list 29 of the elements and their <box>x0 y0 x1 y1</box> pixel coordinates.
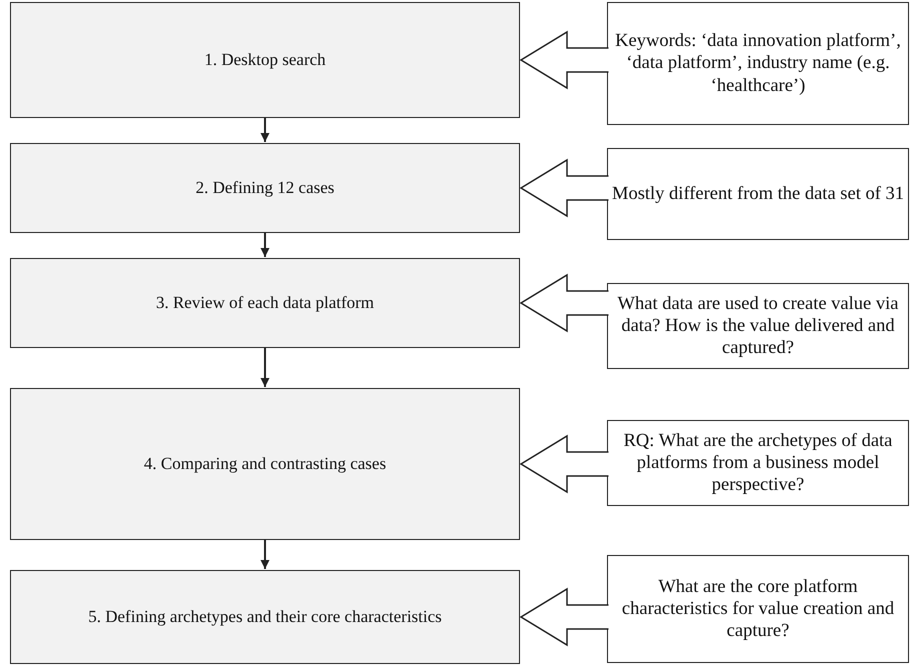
block-arrow <box>520 434 610 494</box>
arrow <box>260 348 270 387</box>
annotation-box <box>607 148 909 240</box>
box-label: Keywords: ‘data innovation platform’, ‘data platform’, industry name (e.g. ‘healthcare’) <box>614 30 902 97</box>
box-label: What data are used to create value via data? How is the value delivered and captured? <box>616 292 900 360</box>
box-label: What are the core platform characteristics for value creation and capture? <box>620 576 896 642</box>
annotation-box <box>607 555 909 663</box>
block-arrow <box>520 30 610 90</box>
process-box <box>10 570 520 664</box>
process-box <box>10 2 520 118</box>
box-label: RQ: What are the archetypes of data platforms from a business model perspective? <box>622 430 894 496</box>
process-box <box>10 388 520 540</box>
block-arrow <box>520 158 610 218</box>
annotation-box <box>607 283 909 369</box>
box-label: 4. Comparing and contrasting cases <box>144 454 386 474</box>
box-label: 1. Desktop search <box>204 50 326 70</box>
process-box <box>10 258 520 348</box>
block-arrow <box>520 588 610 646</box>
arrow <box>260 540 270 569</box>
box-label: 5. Defining archetypes and their core characteristics <box>88 606 442 628</box>
annotation-box <box>607 2 909 125</box>
block-arrow <box>520 274 610 332</box>
arrow <box>260 118 270 142</box>
box-label: 3. Review of each data platform <box>156 292 374 314</box>
annotation-box <box>607 420 909 506</box>
arrow <box>260 233 270 257</box>
box-label: Mostly different from the data set of 31 <box>612 182 904 206</box>
process-box <box>10 143 520 233</box>
box-label: 2. Defining 12 cases <box>196 178 334 198</box>
